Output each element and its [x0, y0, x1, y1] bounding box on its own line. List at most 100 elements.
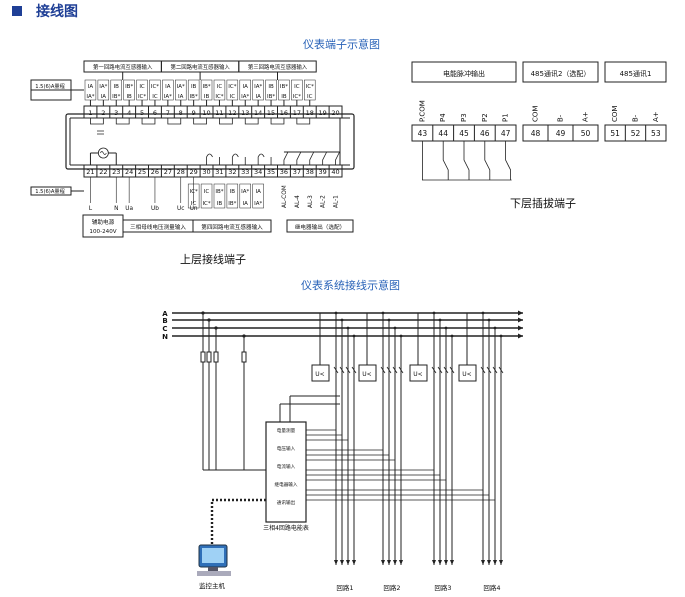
- page-title: 接线图: [36, 4, 78, 20]
- pulse-label: P2: [481, 113, 489, 122]
- loop-arrow: [493, 560, 497, 565]
- loop-label: 回路1: [336, 583, 353, 592]
- loop-node: [352, 334, 356, 338]
- ct-label-bottom: IB: [204, 94, 210, 100]
- breaker-icon: [480, 366, 486, 374]
- loop-node: [487, 318, 491, 322]
- loop-arrow: [393, 560, 397, 565]
- u-relay-label: U<: [462, 371, 471, 378]
- rs485-2-title: 485通讯2（选配）: [531, 69, 591, 78]
- bottom-terminal-number: 24: [125, 168, 133, 176]
- loop-arrow: [444, 560, 448, 565]
- bottom-terminal-number: 32: [228, 168, 236, 176]
- loop-arrow: [487, 560, 491, 565]
- ct-internal-link: [141, 118, 156, 125]
- ct-internal-link: [244, 118, 259, 125]
- ct4-label-top: IB*: [215, 189, 223, 195]
- top-terminal-number: 11: [215, 109, 223, 117]
- ct-label-top: IA*: [99, 84, 107, 90]
- breaker-icon: [437, 366, 443, 374]
- ct4-label-top: IC: [204, 189, 210, 195]
- ct-label-top: IB*: [125, 84, 133, 90]
- relay-switch-icon: [296, 151, 302, 165]
- ct-label-top: IC*: [151, 84, 159, 90]
- bottom-terminal-number: 37: [293, 168, 301, 176]
- top-terminal-number: 7: [166, 109, 170, 117]
- breaker-icon: [339, 366, 345, 374]
- ct4-label-cell: [213, 183, 226, 209]
- loop-node: [387, 318, 391, 322]
- tap-node: [207, 318, 211, 322]
- ct4-label-bottom: IB: [217, 201, 223, 207]
- relay-switch-icon: [309, 151, 315, 165]
- bottom-terminal-number: 27: [164, 168, 172, 176]
- lower-caption: 下层插拔端子: [510, 197, 576, 210]
- ct-label-bottom: IA*: [164, 94, 172, 100]
- u-relay-label: U<: [362, 371, 371, 378]
- ct4-input-label: 第四回路电流互感器输入: [201, 223, 263, 231]
- rs485-1-title-box: [604, 61, 667, 83]
- top-terminal-number: 1: [88, 109, 92, 117]
- breaker-icon: [386, 366, 392, 374]
- bottom-terminal-number: 35: [267, 168, 275, 176]
- ct-label-bottom: IA: [178, 94, 184, 100]
- meter-body: [65, 113, 355, 170]
- meter-box: [265, 421, 307, 523]
- ct4-input-box: [192, 219, 272, 233]
- range-label-bottom: 1.5(6)A量程: [35, 187, 65, 195]
- ct-label-bottom: IA: [101, 94, 107, 100]
- pulse-terminal-number: 45: [459, 129, 469, 138]
- meter-body-outline: [69, 117, 350, 166]
- bottom-terminal-number: 39: [319, 168, 327, 176]
- ct4-label-top: IA: [255, 189, 261, 195]
- pulse-terminal-number: 44: [438, 129, 448, 138]
- bus-label: C: [162, 325, 167, 333]
- bus-label: N: [162, 333, 168, 341]
- rs485-2-label: A+: [582, 111, 590, 122]
- tap-node: [242, 334, 246, 338]
- ct4-label-cell: [200, 183, 213, 209]
- bottom-terminal-number: 23: [112, 168, 120, 176]
- loop-arrow: [499, 560, 503, 565]
- breaker-icon: [345, 366, 351, 374]
- voltage-input-label: 三相母线电压测量输入: [130, 223, 186, 231]
- breaker-icon: [486, 366, 492, 374]
- u-relay-label: U<: [315, 371, 324, 378]
- upper-terminal-block: 1.5(6)A量程第一回路电流互感器输入第二回路电流互感器输入第三回路电流互感器…: [30, 60, 355, 238]
- ct-label-top: IB*: [202, 84, 210, 90]
- bottom-terminal-number: 26: [151, 168, 159, 176]
- rs485-1-terminal-number: 52: [631, 129, 641, 138]
- meter-inner-label: 继电器输入: [275, 481, 298, 488]
- loop-arrow: [346, 560, 350, 565]
- rs485-2-label: B-: [557, 114, 565, 122]
- ct-label-top: IC*: [228, 84, 236, 90]
- pulse-title: 电能脉冲输出: [443, 69, 485, 78]
- rs485-2-label: COM: [532, 106, 540, 122]
- ct-coil-icon: [231, 153, 246, 165]
- loop-node: [432, 311, 436, 315]
- ct-label-bottom: IA*: [86, 94, 94, 100]
- relay-output-label: 继电器输出（选配）: [295, 223, 345, 231]
- ct-label-top: IC*: [306, 84, 314, 90]
- ct4-label-bottom: IB*: [228, 201, 236, 207]
- ct-label-bottom: IB*: [112, 94, 120, 100]
- rs485-1-terminal-number: 53: [651, 129, 661, 138]
- ct-label-top: IB: [268, 84, 274, 90]
- relay-label: AL-COM: [282, 185, 288, 208]
- top-terminal-number: 9: [192, 109, 196, 117]
- ct-label-top: IA*: [177, 84, 185, 90]
- tap-node: [201, 311, 205, 315]
- loop-node: [334, 311, 338, 315]
- pulse-switch-icon: [484, 141, 491, 180]
- loop-arrow: [438, 560, 442, 565]
- bus-arrow: [518, 317, 523, 323]
- relay-output-box: [286, 219, 354, 233]
- pulse-label: P1: [502, 113, 510, 122]
- bottom-terminal-number: 31: [215, 168, 223, 176]
- meter-inner-label: 通讯输出: [277, 499, 296, 506]
- bus-label: B: [162, 317, 167, 325]
- ct-internal-link: [270, 118, 285, 125]
- top-terminal-number: 13: [241, 109, 249, 117]
